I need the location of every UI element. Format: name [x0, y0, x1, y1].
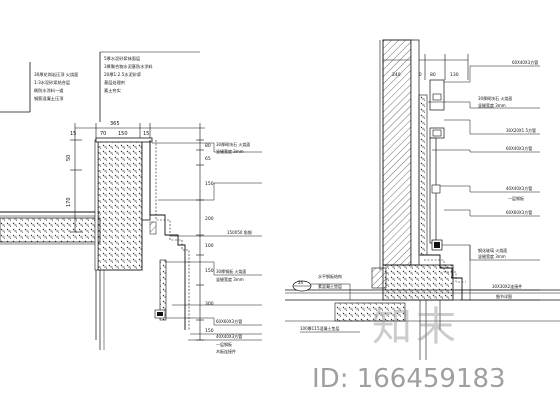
left-dim-right-7: 300 [205, 301, 214, 307]
left-note-6: 3厚聚合物水泥基防水涂料 [104, 63, 154, 70]
left-dim-right-8: 150 [205, 328, 214, 334]
left-dim-right-1: 80 [205, 143, 211, 149]
left-note-4: 钢筋混凝土压顶 [34, 95, 64, 102]
left-label-9: 木板连接件 [216, 348, 236, 354]
left-note-2: 1:3水泥砂浆结合层 [34, 79, 70, 86]
left-note-7: 20厚1:2.5水泥砂浆 [104, 71, 142, 78]
right-label-9: 钢化玻璃 火烧面 [478, 247, 507, 253]
right-label-12: 细节详图 [496, 293, 512, 299]
left-dim-top-3: 70 [100, 131, 106, 137]
left-dim-top-4: 150 [118, 131, 128, 137]
left-label-5: 竖缝宽度 3mm [216, 276, 244, 282]
right-bottom-note-2: 素混凝土垫层 [318, 283, 342, 289]
left-stepped-cladding [149, 140, 190, 330]
right-dim-top-3: 80 [430, 72, 436, 78]
right-label-1: 60X40X3方管 [512, 59, 538, 65]
right-label-7: 一层钢板 [508, 195, 524, 201]
right-label-3: 竖缝宽度 3mm [478, 102, 506, 108]
right-label-5: 60X40X3方管 [506, 145, 532, 151]
right-section-tag-label: 2a [298, 280, 304, 285]
watermark-id: ID: 166459183 [312, 364, 506, 394]
left-note-5: 5厚水泥砂浆抹面层 [104, 55, 140, 62]
right-label-10: 竖缝宽度 3mm [478, 253, 506, 259]
watermark-logo: 知末 [372, 304, 460, 350]
right-leaders [428, 65, 540, 301]
left-dim-top-1: 365 [110, 121, 120, 127]
left-dims-right: 80 65 150 200 100 150 300 150 [196, 139, 214, 341]
left-note-9: 素土夯实 [104, 87, 121, 94]
right-dim-top-4: 130 [450, 72, 459, 78]
right-label-6: 40X40X3方管 [506, 185, 532, 191]
right-bottom-note-3: 100厚C15混凝土垫层 [300, 325, 340, 331]
left-wall-detail: 30厚花岗岩压顶 火烧面 1:3水泥砂浆结合层 刷防水涂料一道 钢筋混凝土压顶 … [0, 51, 262, 354]
left-note-3: 刷防水涂料一道 [34, 87, 64, 94]
left-dim-right-4: 200 [205, 216, 214, 222]
right-label-2: 30厚砌块石 火烧面 [478, 95, 512, 101]
left-label-1: 30厚砌块石 火烧面 [216, 141, 250, 147]
left-label-6: 60X60X3方管 [216, 318, 242, 324]
left-note-1: 30厚花岗岩压顶 火烧面 [34, 71, 78, 78]
right-bottom-notes: 水平钢板结构 素混凝土垫层 100厚C15混凝土垫层 [300, 273, 360, 333]
right-leader-labels: 60X40X3方管 30厚砌块石 火烧面 竖缝宽度 3mm 30X20X1.5方… [478, 59, 538, 299]
left-label-2: 竖缝宽度 3mm [216, 148, 244, 154]
left-dim-left-1: 50 [66, 155, 72, 161]
right-lower-verticals [419, 300, 441, 360]
left-dim-right-6: 150 [205, 268, 214, 274]
right-bottom-note-1: 水平钢板结构 [318, 273, 342, 279]
left-note-8: 基层处理剂 [104, 79, 125, 86]
left-wall-body [94, 137, 153, 350]
left-dim-top-2: 15 [70, 131, 76, 137]
right-wall-detail: 240 130 80 130 [285, 39, 560, 360]
right-panel-frame [429, 79, 445, 251]
right-section-tag: 2a [292, 280, 351, 300]
right-wall-body [379, 39, 428, 270]
left-ground-slab [0, 211, 101, 245]
left-leaders [152, 142, 262, 341]
left-leader-labels: 30厚砌块石 火烧面 竖缝宽度 3mm 150X50 角钢 30厚钢板 火烧面 … [216, 141, 252, 354]
left-dim-top-5: 15 [143, 131, 149, 137]
right-label-11: 30X30X2连接件 [492, 283, 522, 289]
right-stepped-base [371, 254, 466, 301]
left-dim-right-5: 100 [205, 243, 214, 249]
left-label-3: 150X50 角钢 [227, 229, 252, 235]
right-label-4: 30X20X1.5方管 [506, 127, 536, 133]
right-label-8: 60X60X3方管 [506, 209, 532, 215]
left-dim-left-2: 170 [66, 197, 72, 207]
left-dim-right-2: 65 [205, 156, 211, 162]
left-dim-right-3: 150 [205, 181, 214, 187]
left-label-4: 30厚钢板 火烧面 [216, 268, 246, 274]
left-dims-top: 365 15 70 150 15 [70, 121, 205, 140]
left-label-7: 40X40X3方管 [216, 333, 242, 339]
left-note-block: 30厚花岗岩压顶 火烧面 1:3水泥砂浆结合层 刷防水涂料一道 钢筋混凝土压顶 … [0, 51, 200, 122]
left-label-8: 一层钢板 [216, 341, 232, 347]
